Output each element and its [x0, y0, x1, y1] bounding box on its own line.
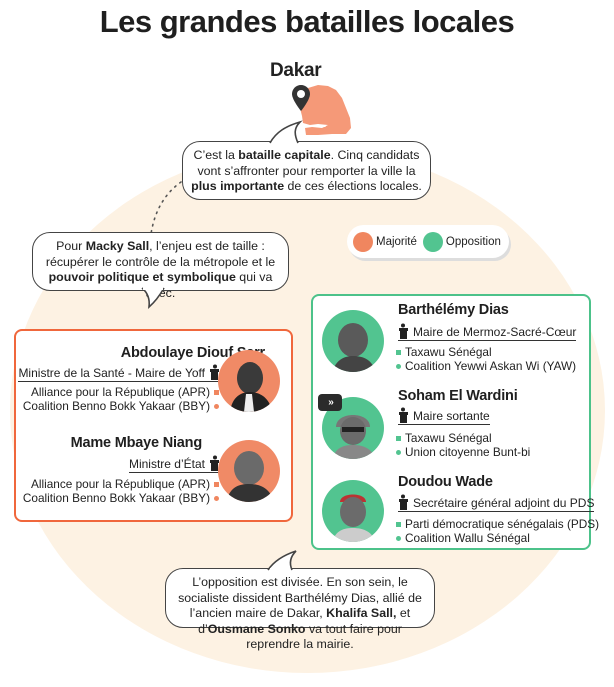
coalition-dot-icon: [396, 449, 401, 455]
party-square-icon: [396, 349, 401, 355]
candidate-name: Barthélémy Dias: [398, 302, 509, 318]
coalition-dot-icon: [214, 403, 219, 409]
bubble-tail: [269, 120, 303, 144]
avatar-abdoulaye-diouf-sarr: [218, 350, 280, 412]
majority-dot: [353, 231, 373, 252]
podium-icon: [210, 364, 219, 380]
dotted-connector: [150, 181, 182, 235]
candidate-role: Ministre de la Santé - Maire de Yoff: [18, 364, 220, 382]
fast-forward-icon: »: [318, 394, 342, 411]
coalition-dot-icon: [214, 495, 219, 501]
candidate-affiliations: Alliance pour la République (APR) Coalit…: [23, 385, 223, 413]
candidate-role: Maire sortante: [398, 407, 490, 425]
legend-opposition-label: Opposition: [445, 235, 501, 248]
podium-icon: [210, 455, 219, 471]
candidate-role: Secrétaire général adjoint du PDS: [398, 494, 595, 512]
city-label: Dakar: [270, 60, 322, 81]
candidate-affiliations: Taxawu Sénégal Coalition Yewwi Askan Wi …: [396, 345, 576, 373]
avatar-doudou-wade: [322, 480, 384, 542]
candidate-affiliations: Parti démocratique sénégalais (PDS) Coal…: [396, 517, 599, 545]
party-square-icon: [396, 521, 401, 527]
senegal-map: [298, 85, 351, 135]
candidate-name: Doudou Wade: [398, 474, 493, 490]
party-square-icon: [214, 481, 219, 487]
page-title: Les grandes batailles locales: [99, 4, 515, 39]
party-square-icon: [396, 435, 401, 441]
coalition-dot-icon: [396, 363, 401, 369]
speech-bubble-opposition: L’opposition est divisée. En son sein, l…: [165, 568, 435, 651]
speech-bubble-macky-sall: Pour Macky Sall, l’enjeu est de taille :…: [32, 232, 289, 300]
candidate-affiliations: Alliance pour la République (APR) Coalit…: [23, 477, 223, 505]
bubble-tail: [267, 550, 297, 571]
candidate-name: Mame Mbaye Niang: [70, 435, 203, 451]
podium-icon: [399, 407, 408, 423]
speech-bubble-capital: C’est la bataille capitale. Cinq candida…: [182, 141, 431, 200]
legend-majority-label: Majorité: [376, 235, 417, 248]
candidate-affiliations: Taxawu Sénégal Union citoyenne Bunt-bi: [396, 431, 530, 459]
map-pin-icon: [292, 85, 310, 111]
opposition-dot: [422, 231, 443, 252]
candidate-role: Maire de Mermoz-Sacré-Cœur: [398, 323, 577, 341]
party-square-icon: [214, 389, 219, 395]
podium-icon: [399, 494, 408, 510]
bubble-tail: [141, 287, 165, 309]
legend: Majorité Opposition: [347, 225, 509, 258]
avatar-mame-mbaye-niang: [218, 440, 280, 502]
coalition-dot-icon: [396, 535, 401, 541]
podium-icon: [399, 323, 408, 339]
avatar-barthelemy-dias: [322, 310, 384, 372]
candidate-role: Ministre d’État: [128, 455, 220, 473]
candidate-name: Soham El Wardini: [398, 388, 518, 404]
